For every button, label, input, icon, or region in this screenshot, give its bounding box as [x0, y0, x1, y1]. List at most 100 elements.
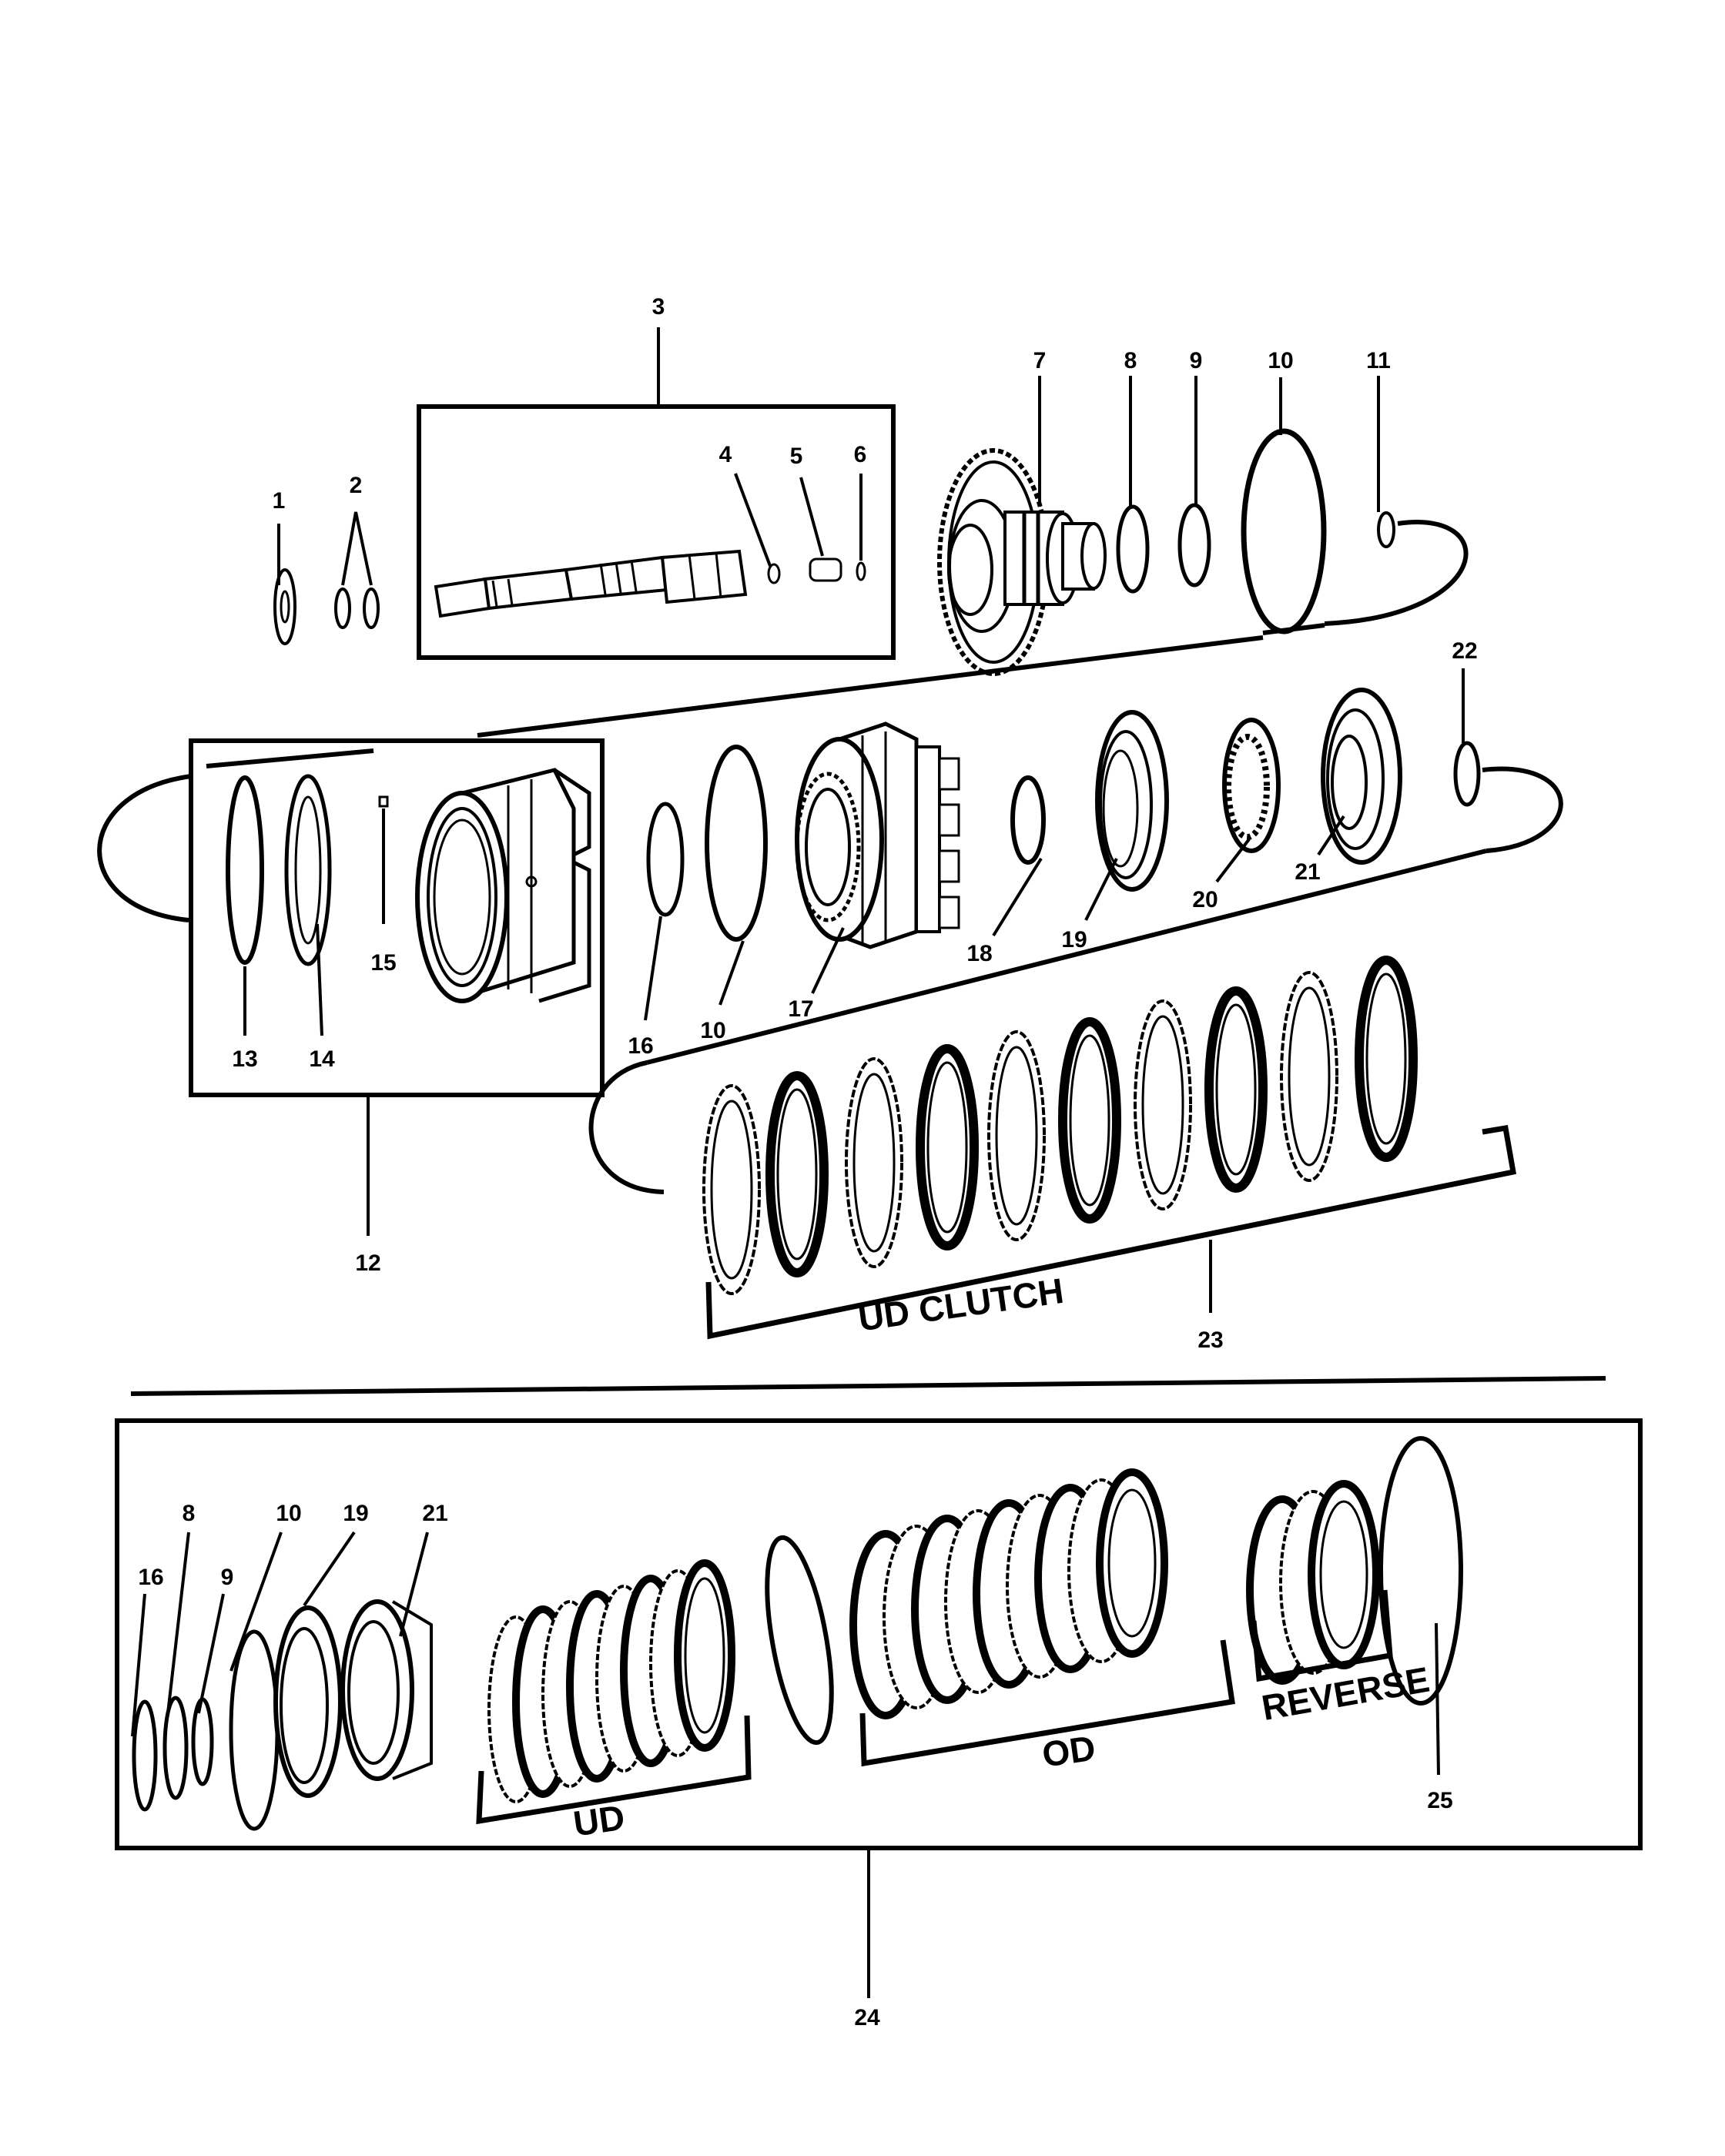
part-12-box	[189, 738, 605, 1097]
section-divider	[130, 1376, 1606, 1396]
leader-4	[734, 473, 772, 567]
callout-k16: 16	[138, 1565, 163, 1590]
flow-line-top-b	[1262, 623, 1325, 635]
callout-21: 21	[1295, 859, 1320, 885]
flow-line-inbox	[206, 748, 374, 768]
part-21-balance-piston	[1321, 688, 1402, 865]
leader-2	[341, 511, 373, 586]
part-5-bushing	[809, 557, 842, 582]
callout-25: 25	[1427, 1788, 1452, 1813]
kit-reverse-bracket	[1251, 1589, 1393, 1682]
callout-11: 11	[1366, 348, 1391, 373]
part-8-seal-ring	[1116, 504, 1150, 594]
callout-24: 24	[854, 2005, 880, 2030]
part-10-large-ring	[1241, 428, 1327, 634]
kit-reverse-clutch-pack	[1246, 1480, 1380, 1685]
part-18-snap-ring	[1010, 775, 1046, 865]
leader-16	[644, 916, 662, 1021]
part-15-pin	[378, 795, 389, 808]
kit-part-8-ring	[162, 1696, 189, 1800]
callout-9: 9	[1190, 348, 1203, 373]
kit-part-9-ring	[191, 1697, 214, 1786]
callout-2: 2	[350, 473, 363, 498]
callout-k9: 9	[221, 1565, 234, 1590]
callout-12: 12	[355, 1250, 380, 1276]
part-11-small-ring	[1377, 511, 1395, 548]
callout-13: 13	[232, 1046, 257, 1072]
part-24-kit-box	[115, 1418, 1643, 1850]
part-3-box	[417, 404, 896, 660]
leader-5	[799, 477, 824, 557]
kit-od-clutch-pack	[849, 1468, 1168, 1719]
callout-23: 23	[1197, 1327, 1223, 1353]
callout-k19: 19	[343, 1501, 368, 1526]
leader-k19	[303, 1531, 356, 1607]
leader-19	[1084, 858, 1118, 921]
part-19-piston	[1095, 710, 1169, 892]
callout-16: 16	[628, 1033, 653, 1059]
part-20-return-spring	[1222, 718, 1281, 853]
callout-5: 5	[790, 444, 803, 469]
leader-21	[1317, 815, 1345, 856]
leader-k8	[166, 1532, 190, 1714]
part-3-input-shaft	[434, 549, 748, 618]
leader-18	[992, 857, 1043, 937]
callout-k21: 21	[422, 1501, 447, 1526]
part-13-snap-ring	[226, 775, 264, 965]
leader-k21	[399, 1532, 429, 1637]
leader-10b	[718, 940, 745, 1006]
callout-4: 4	[719, 442, 732, 467]
callout-19: 19	[1061, 927, 1087, 952]
flow-curve-top-right	[1324, 520, 1469, 626]
part-22-snap-ring	[1453, 741, 1481, 807]
leader-25	[1435, 1622, 1440, 1776]
callout-8: 8	[1124, 348, 1137, 373]
callout-14: 14	[309, 1046, 335, 1072]
kit-ud-label: UD	[571, 1797, 627, 1844]
leader-k9	[197, 1593, 225, 1714]
callout-k10: 10	[276, 1501, 301, 1526]
kit-od-label: OD	[1040, 1728, 1098, 1775]
ud-clutch-label: UD CLUTCH	[856, 1270, 1066, 1339]
part-4-seal	[767, 563, 781, 584]
leader-k10	[229, 1532, 283, 1672]
callout-1: 1	[273, 488, 286, 514]
leader-17	[811, 927, 845, 994]
callout-k8: 8	[183, 1501, 196, 1526]
kit-part-25-ring	[1378, 1436, 1463, 1706]
kit-part-19-piston	[273, 1605, 343, 1798]
callout-10b: 10	[700, 1018, 725, 1043]
leader-k16	[131, 1593, 146, 1737]
part-7-input-hub-gear	[937, 448, 1107, 676]
ud-clutch-bracket	[705, 1124, 1517, 1340]
part-16-seal-ring	[646, 802, 685, 917]
kit-od-bracket	[859, 1639, 1235, 1767]
flow-curve-left	[97, 774, 192, 922]
kit-part-10-ring	[229, 1629, 280, 1831]
part-1-washer	[273, 568, 296, 645]
flow-curve-mid-right	[1482, 766, 1563, 853]
callout-20: 20	[1192, 887, 1218, 912]
ud-clutch-pack	[702, 956, 1418, 1295]
callout-18: 18	[966, 941, 992, 966]
callout-22: 22	[1452, 638, 1477, 664]
kit-part-16-ring	[132, 1699, 158, 1812]
callout-6: 6	[854, 442, 867, 467]
callout-3: 3	[652, 294, 665, 320]
callout-15: 15	[370, 950, 396, 976]
flow-line-top	[477, 635, 1264, 738]
callout-7: 7	[1033, 348, 1047, 373]
part-17-clutch-housing	[795, 721, 960, 949]
part-2-snap-rings	[334, 588, 380, 629]
kit-part-21-balance-piston	[340, 1599, 433, 1781]
leader-14	[316, 923, 323, 1036]
part-10-large-ring-b	[705, 745, 768, 942]
flow-line-mid	[646, 849, 1487, 1065]
callout-17: 17	[788, 996, 813, 1022]
flow-curve-mid-left	[588, 1060, 665, 1194]
kit-ud-clutch-pack	[487, 1559, 735, 1803]
leader-20	[1215, 838, 1251, 883]
part-12-clutch-retainer	[415, 768, 591, 1003]
part-9-seal-ring	[1177, 503, 1211, 588]
